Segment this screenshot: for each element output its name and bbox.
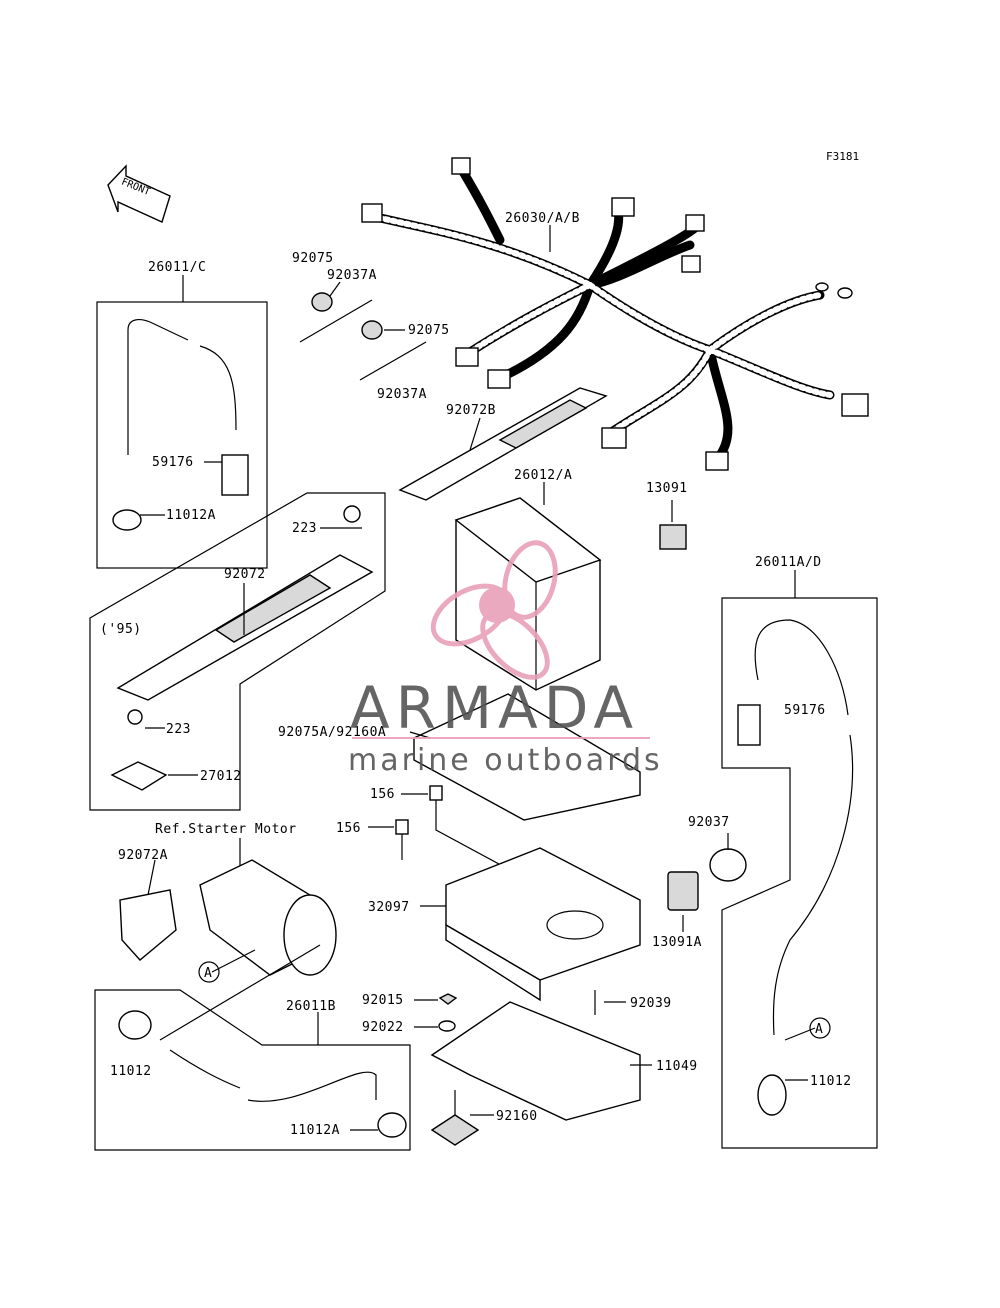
label-13091a: 13091A — [652, 935, 702, 950]
label-13091: 13091 — [646, 481, 688, 496]
wiring-harness-drawing — [361, 157, 869, 471]
label-59176-right: 59176 — [784, 703, 826, 718]
strap-95-box — [89, 492, 386, 811]
label-92160: 92160 — [496, 1109, 538, 1124]
watermark-tagline: marine outboards — [348, 743, 663, 778]
label-223-low: 223 — [166, 722, 191, 737]
battery-strap-92072b — [398, 387, 608, 501]
label-92072b: 92072B — [446, 403, 496, 418]
ref-circle-a-left: A — [198, 961, 220, 983]
label-11012a-bottom: 11012A — [290, 1123, 340, 1138]
ref-circle-a-right: A — [809, 1017, 831, 1039]
ref-circle-a-left-label: A — [204, 966, 212, 981]
battery-26012a — [454, 482, 602, 691]
clamp-92037 — [709, 848, 747, 882]
ref-circle-a-right-label: A — [815, 1022, 823, 1037]
label-year-95: ('95) — [100, 622, 142, 637]
label-92075a-92160a: 92075A/92160A — [278, 725, 386, 740]
label-32097: 32097 — [368, 900, 410, 915]
label-cable-c: 26011/C — [148, 260, 206, 275]
label-92037a-low: 92037A — [377, 387, 427, 402]
label-92039: 92039 — [630, 996, 672, 1011]
battery-box-32097 — [420, 847, 641, 1002]
bolts-156 — [368, 785, 511, 890]
bracket-11049 — [414, 990, 652, 1146]
grommet-and-tie-parts — [299, 292, 427, 381]
label-92037a-top: 92037A — [327, 268, 377, 283]
part-13091-block — [659, 524, 687, 550]
label-11012-left: 11012 — [110, 1064, 152, 1079]
starter-motor — [119, 838, 337, 976]
armada-watermark-logo: ARMADA marine outboards — [348, 540, 663, 778]
label-223-top: 223 — [292, 521, 317, 536]
propeller-logo-icon — [430, 540, 558, 680]
label-11012a-left: 11012A — [166, 508, 216, 523]
label-92072: 92072 — [224, 567, 266, 582]
label-cable-ad: 26011A/D — [755, 555, 822, 570]
label-92075-top: 92075 — [292, 251, 334, 266]
label-92037: 92037 — [688, 815, 730, 830]
label-92072a: 92072A — [118, 848, 168, 863]
label-26011b: 26011B — [286, 999, 336, 1014]
label-ref-starter-motor: Ref.Starter Motor — [155, 822, 297, 837]
label-92022: 92022 — [362, 1020, 404, 1035]
cable-b-box — [94, 944, 411, 1151]
label-27012: 27012 — [200, 769, 242, 784]
cable-ad-box — [721, 570, 878, 1149]
label-11012-right: 11012 — [810, 1074, 852, 1089]
pad-13091a — [667, 871, 699, 911]
front-arrow-icon: FRONT — [107, 164, 171, 223]
label-156-b: 156 — [336, 821, 361, 836]
label-92015: 92015 — [362, 993, 404, 1008]
label-156-a: 156 — [370, 787, 395, 802]
label-92075-mid: 92075 — [408, 323, 450, 338]
label-harness: 26030/A/B — [505, 211, 580, 226]
watermark-brand: ARMADA — [350, 674, 639, 742]
label-59176-left: 59176 — [152, 455, 194, 470]
label-26012a: 26012/A — [514, 468, 572, 483]
label-11049: 11049 — [656, 1059, 698, 1074]
cable-c-box — [96, 275, 268, 569]
figure-code: F3181 — [826, 150, 859, 163]
